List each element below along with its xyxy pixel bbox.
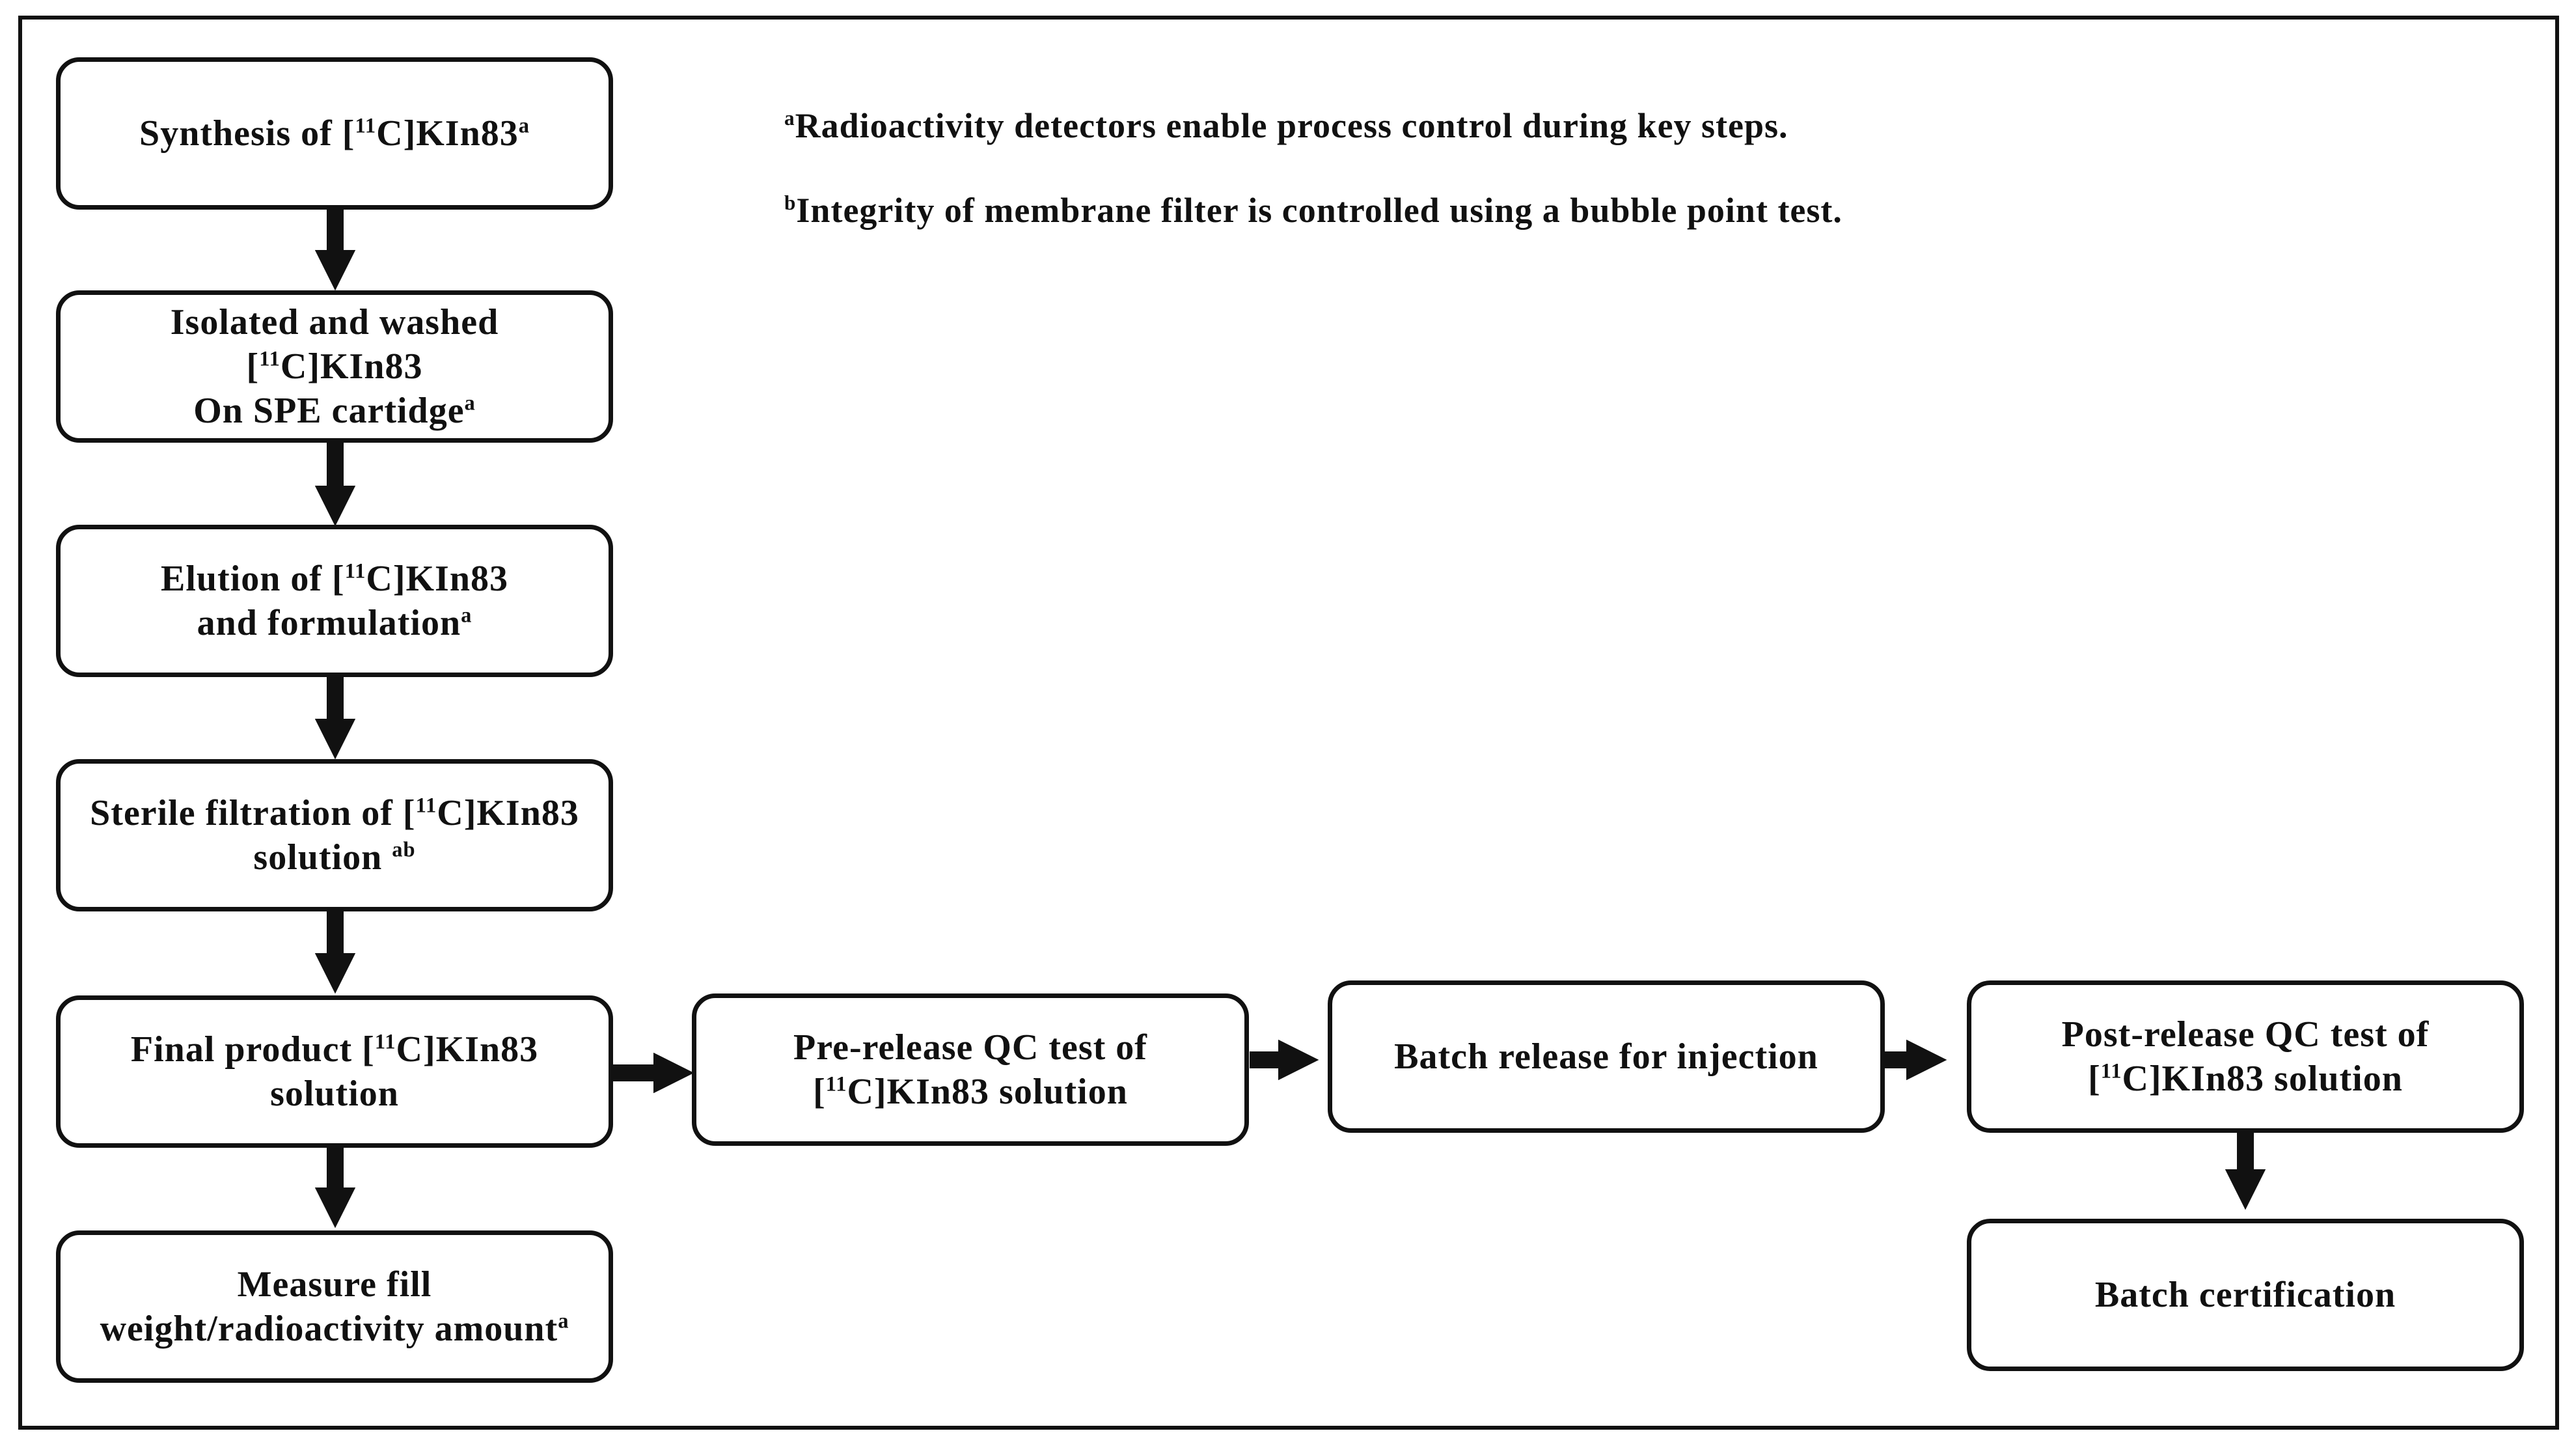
figure-frame (18, 16, 2559, 1430)
node-batch-release: Batch release for injection (1328, 980, 1885, 1133)
node-synthesis: Synthesis of [11C]KIn83a (56, 57, 613, 210)
node-elution-formulation: Elution of [11C]KIn83 and formulationa (56, 525, 613, 677)
node-prerelease-qc: Pre-release QC test of [11C]KIn83 soluti… (692, 993, 1249, 1146)
node-measure-fill: Measure fill weight/radioactivity amount… (56, 1230, 613, 1383)
node-postrelease-qc: Post-release QC test of [11C]KIn83 solut… (1967, 980, 2524, 1133)
footnote-b: bIntegrity of membrane filter is control… (784, 191, 1843, 230)
node-final-product: Final product [11C]KIn83 solution (56, 995, 613, 1148)
node-isolated-washed: Isolated and washed [11C]KIn83 On SPE ca… (56, 290, 613, 443)
node-batch-certification: Batch certification (1967, 1219, 2524, 1371)
node-sterile-filtration: Sterile filtration of [11C]KIn83 solutio… (56, 759, 613, 911)
footnote-a: aRadioactivity detectors enable process … (784, 106, 1788, 145)
